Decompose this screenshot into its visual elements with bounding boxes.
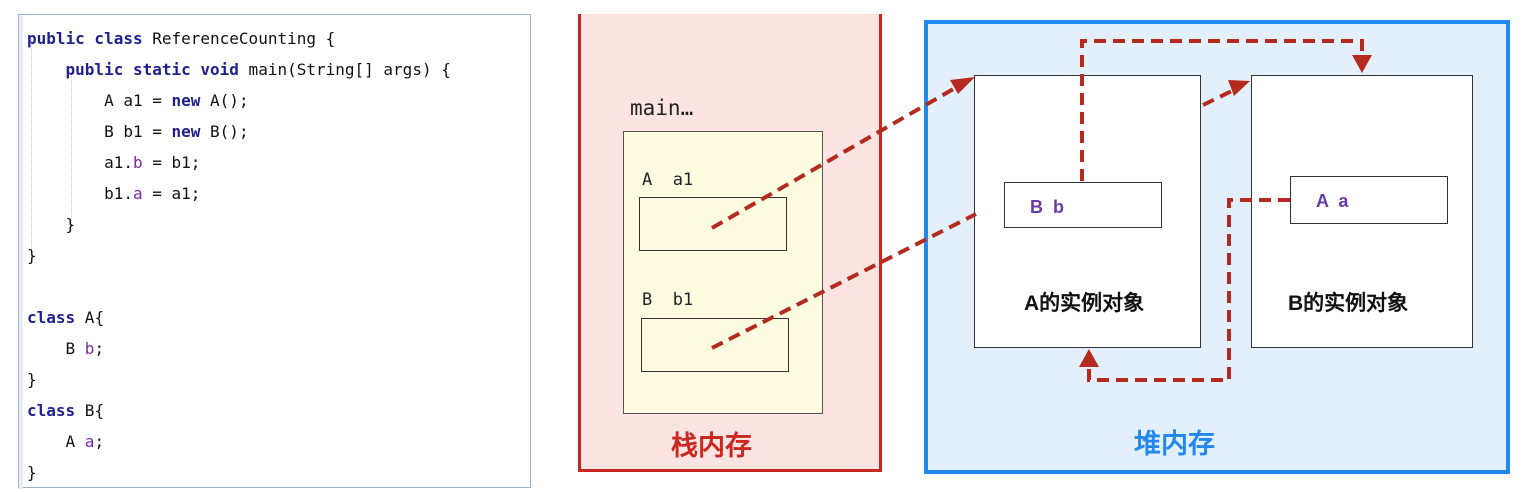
code-line: a1.b = b1; (27, 151, 200, 175)
code-field: b (132, 153, 143, 172)
code-text: B b1 = (27, 122, 172, 141)
code-panel: public class ReferenceCounting { public … (18, 14, 531, 489)
code-line: } (27, 213, 76, 237)
code-text: B (27, 339, 85, 358)
object-a-field-b-label: B b (1030, 197, 1064, 217)
code-line: } (27, 461, 37, 485)
var-b1-label: B b1 (642, 290, 694, 310)
code-text: } (27, 370, 37, 389)
arrowhead-field-b-target (1352, 55, 1372, 73)
code-line: B b; (27, 337, 105, 361)
code-field: b (84, 339, 95, 358)
code-gutter (19, 15, 23, 489)
code-text: = b1; (142, 153, 201, 172)
arrowhead-field-a-target (1079, 349, 1099, 367)
code-keyword: new (171, 91, 201, 110)
code-text: a1. (27, 153, 133, 172)
code-text: A{ (75, 308, 105, 327)
code-line: } (27, 368, 37, 392)
code-keyword: new (171, 122, 201, 141)
code-text: } (27, 463, 37, 482)
code-text: = a1; (142, 184, 201, 203)
code-line: B b1 = new B(); (27, 120, 249, 144)
heap-memory-label: 堆内存 (1134, 429, 1215, 459)
arrowhead-object-b-top (1228, 80, 1250, 96)
arrow-b1-to-object-b (711, 212, 977, 350)
code-field: a (132, 184, 143, 203)
code-line: } (27, 244, 37, 268)
code-keyword: public class (27, 29, 143, 48)
object-b-field-a-label: A a (1316, 191, 1349, 211)
code-text: A(); (200, 91, 249, 110)
stack-memory-label: 栈内存 (671, 431, 752, 461)
code-text: A (27, 432, 85, 451)
arrow-a1-to-object-a (711, 82, 963, 230)
stack-frame-title: main… (630, 96, 694, 120)
code-text: ; (94, 432, 105, 451)
code-keyword: class (27, 401, 76, 420)
code-keyword: class (27, 308, 76, 327)
code-text: main(String[] args) { (238, 60, 451, 79)
code-text: } (27, 246, 37, 265)
arrow-field-b-to-object-b (1080, 39, 1364, 181)
var-a1-label: A a1 (642, 170, 694, 190)
code-text: ; (94, 339, 105, 358)
object-a-label: A的实例对象 (1024, 292, 1145, 315)
code-line: public class ReferenceCounting { (27, 27, 335, 51)
arrow-field-a-to-object-a (1087, 198, 1290, 382)
object-a-field-b (1004, 182, 1162, 228)
indent-guide (31, 39, 32, 261)
code-line: class B{ (27, 399, 104, 423)
object-b-label: B的实例对象 (1288, 292, 1409, 315)
code-text: B{ (75, 401, 105, 420)
code-line: public static void main(String[] args) { (27, 58, 451, 82)
code-text: b1. (27, 184, 133, 203)
code-field: a (84, 432, 95, 451)
var-a1-slot (639, 197, 787, 251)
code-text: A a1 = (27, 91, 172, 110)
code-line: b1.a = a1; (27, 182, 200, 206)
code-line: class A{ (27, 306, 104, 330)
code-text: B(); (200, 122, 249, 141)
indent-guide (71, 67, 72, 231)
arrow-object-a-to-object-b (1202, 86, 1239, 107)
code-keyword: public static void (65, 60, 239, 79)
code-text: ReferenceCounting { (142, 29, 336, 48)
arrowhead-object-a (950, 77, 975, 94)
object-b-field-a (1290, 176, 1448, 224)
code-line: A a1 = new A(); (27, 89, 249, 113)
code-text: } (27, 215, 76, 234)
code-line: A a; (27, 430, 105, 454)
